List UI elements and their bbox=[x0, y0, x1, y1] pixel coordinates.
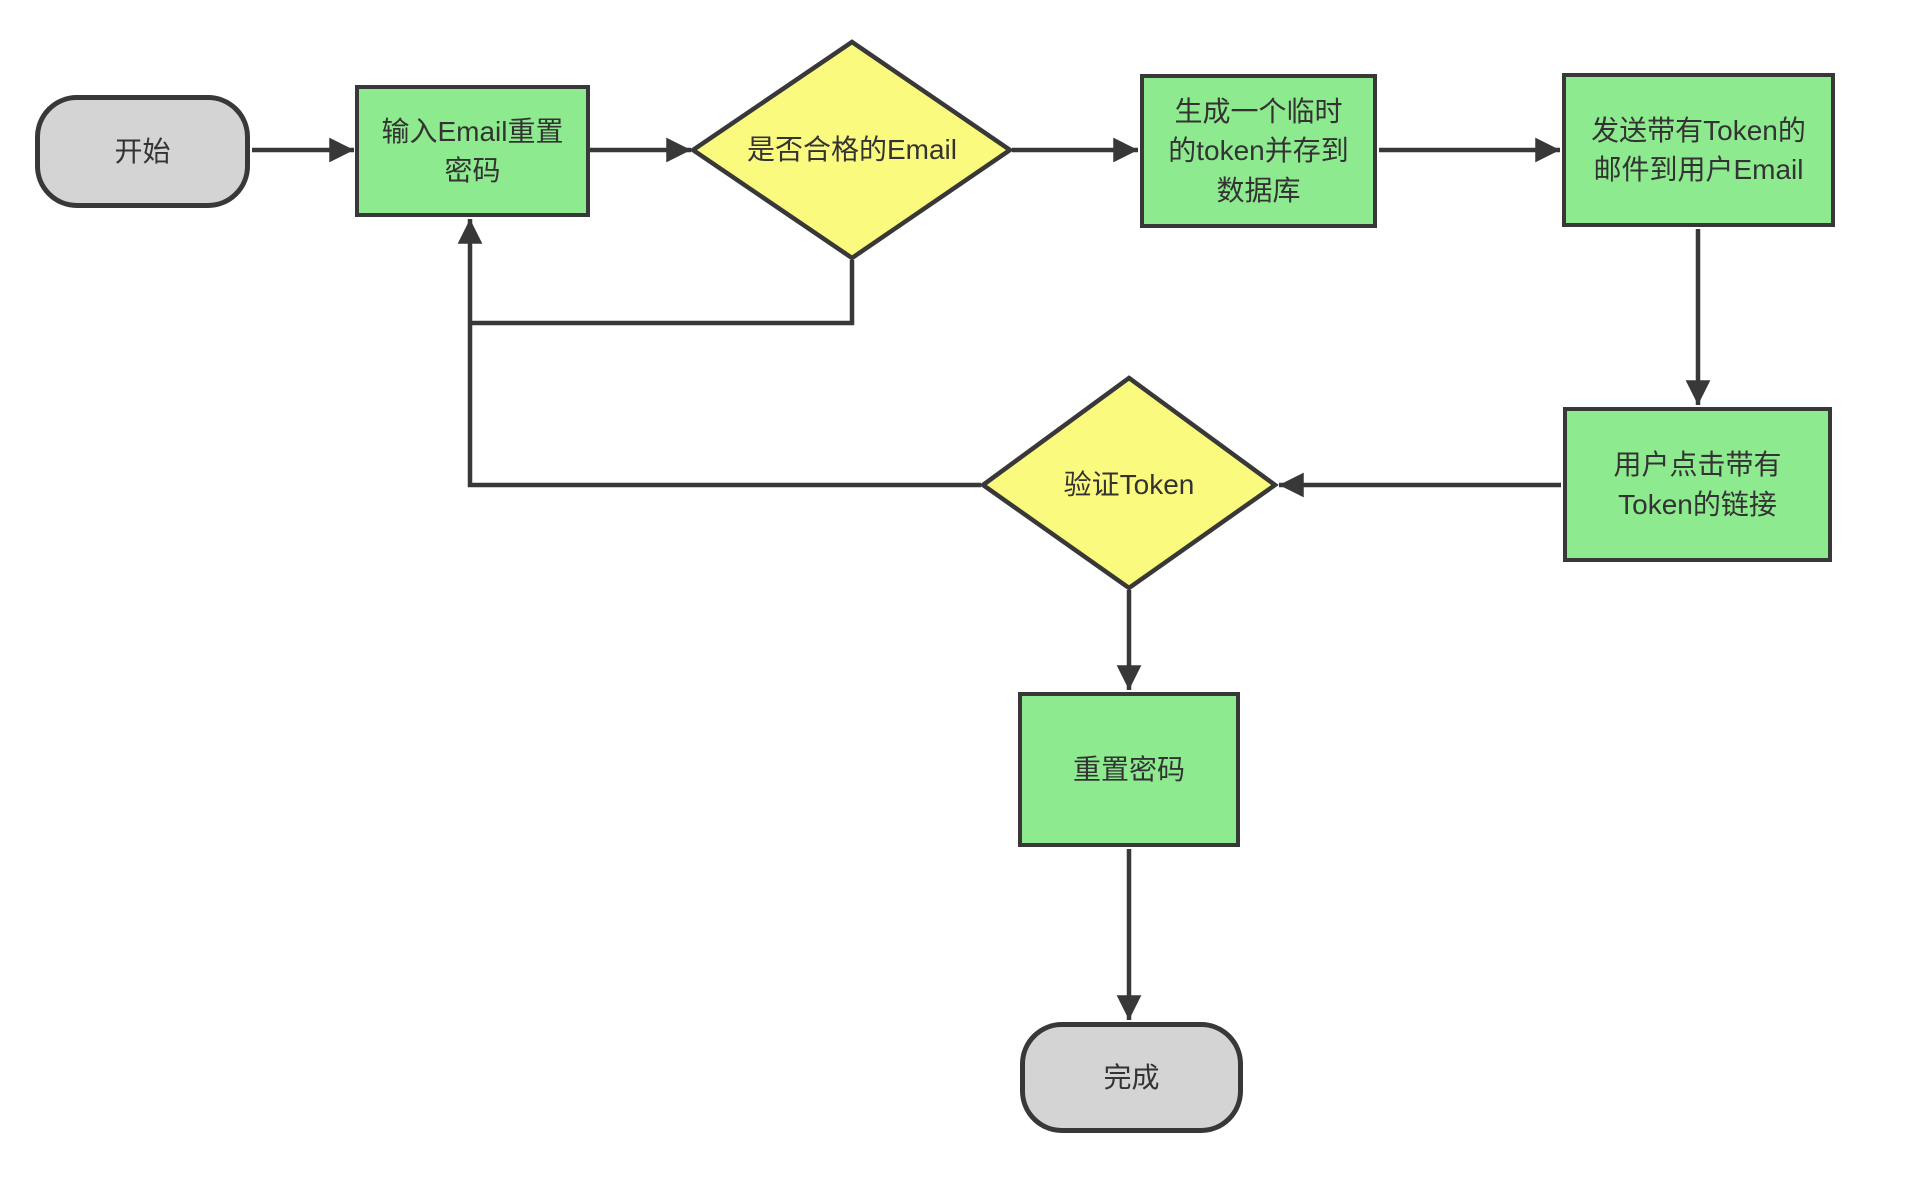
node-enter-email-label: 输入Email重置 密码 bbox=[381, 115, 564, 186]
node-send-email: 发送带有Token的 邮件到用户Email bbox=[1562, 73, 1835, 227]
node-click-link: 用户点击带有 Token的链接 bbox=[1563, 407, 1832, 562]
node-click-link-label: 用户点击带有 Token的链接 bbox=[1613, 449, 1782, 520]
node-reset-password: 重置密码 bbox=[1018, 692, 1240, 847]
edge-check-email-loopback bbox=[470, 260, 855, 326]
node-gen-token-label: 生成一个临时 的token并存到 数据库 bbox=[1168, 96, 1349, 206]
node-check-email-label-box: 是否合格的Email bbox=[711, 110, 993, 190]
node-start: 开始 bbox=[35, 95, 250, 208]
node-start-label: 开始 bbox=[114, 135, 171, 167]
node-gen-token: 生成一个临时 的token并存到 数据库 bbox=[1140, 74, 1377, 228]
node-send-email-label: 发送带有Token的 邮件到用户Email bbox=[1591, 114, 1806, 185]
node-verify-token-label-box: 验证Token bbox=[1009, 445, 1249, 525]
node-verify-token-label: 验证Token bbox=[1063, 469, 1195, 501]
decision-verify-token-shape bbox=[979, 375, 1279, 591]
node-enter-email: 输入Email重置 密码 bbox=[355, 85, 590, 217]
node-done: 完成 bbox=[1020, 1022, 1243, 1133]
node-done-label: 完成 bbox=[1103, 1061, 1160, 1093]
node-reset-password-label: 重置密码 bbox=[1072, 753, 1185, 785]
node-check-email-label: 是否合格的Email bbox=[746, 134, 957, 166]
decision-check-email-shape bbox=[688, 39, 1014, 261]
edge-verify-token-loopback bbox=[457, 219, 981, 488]
